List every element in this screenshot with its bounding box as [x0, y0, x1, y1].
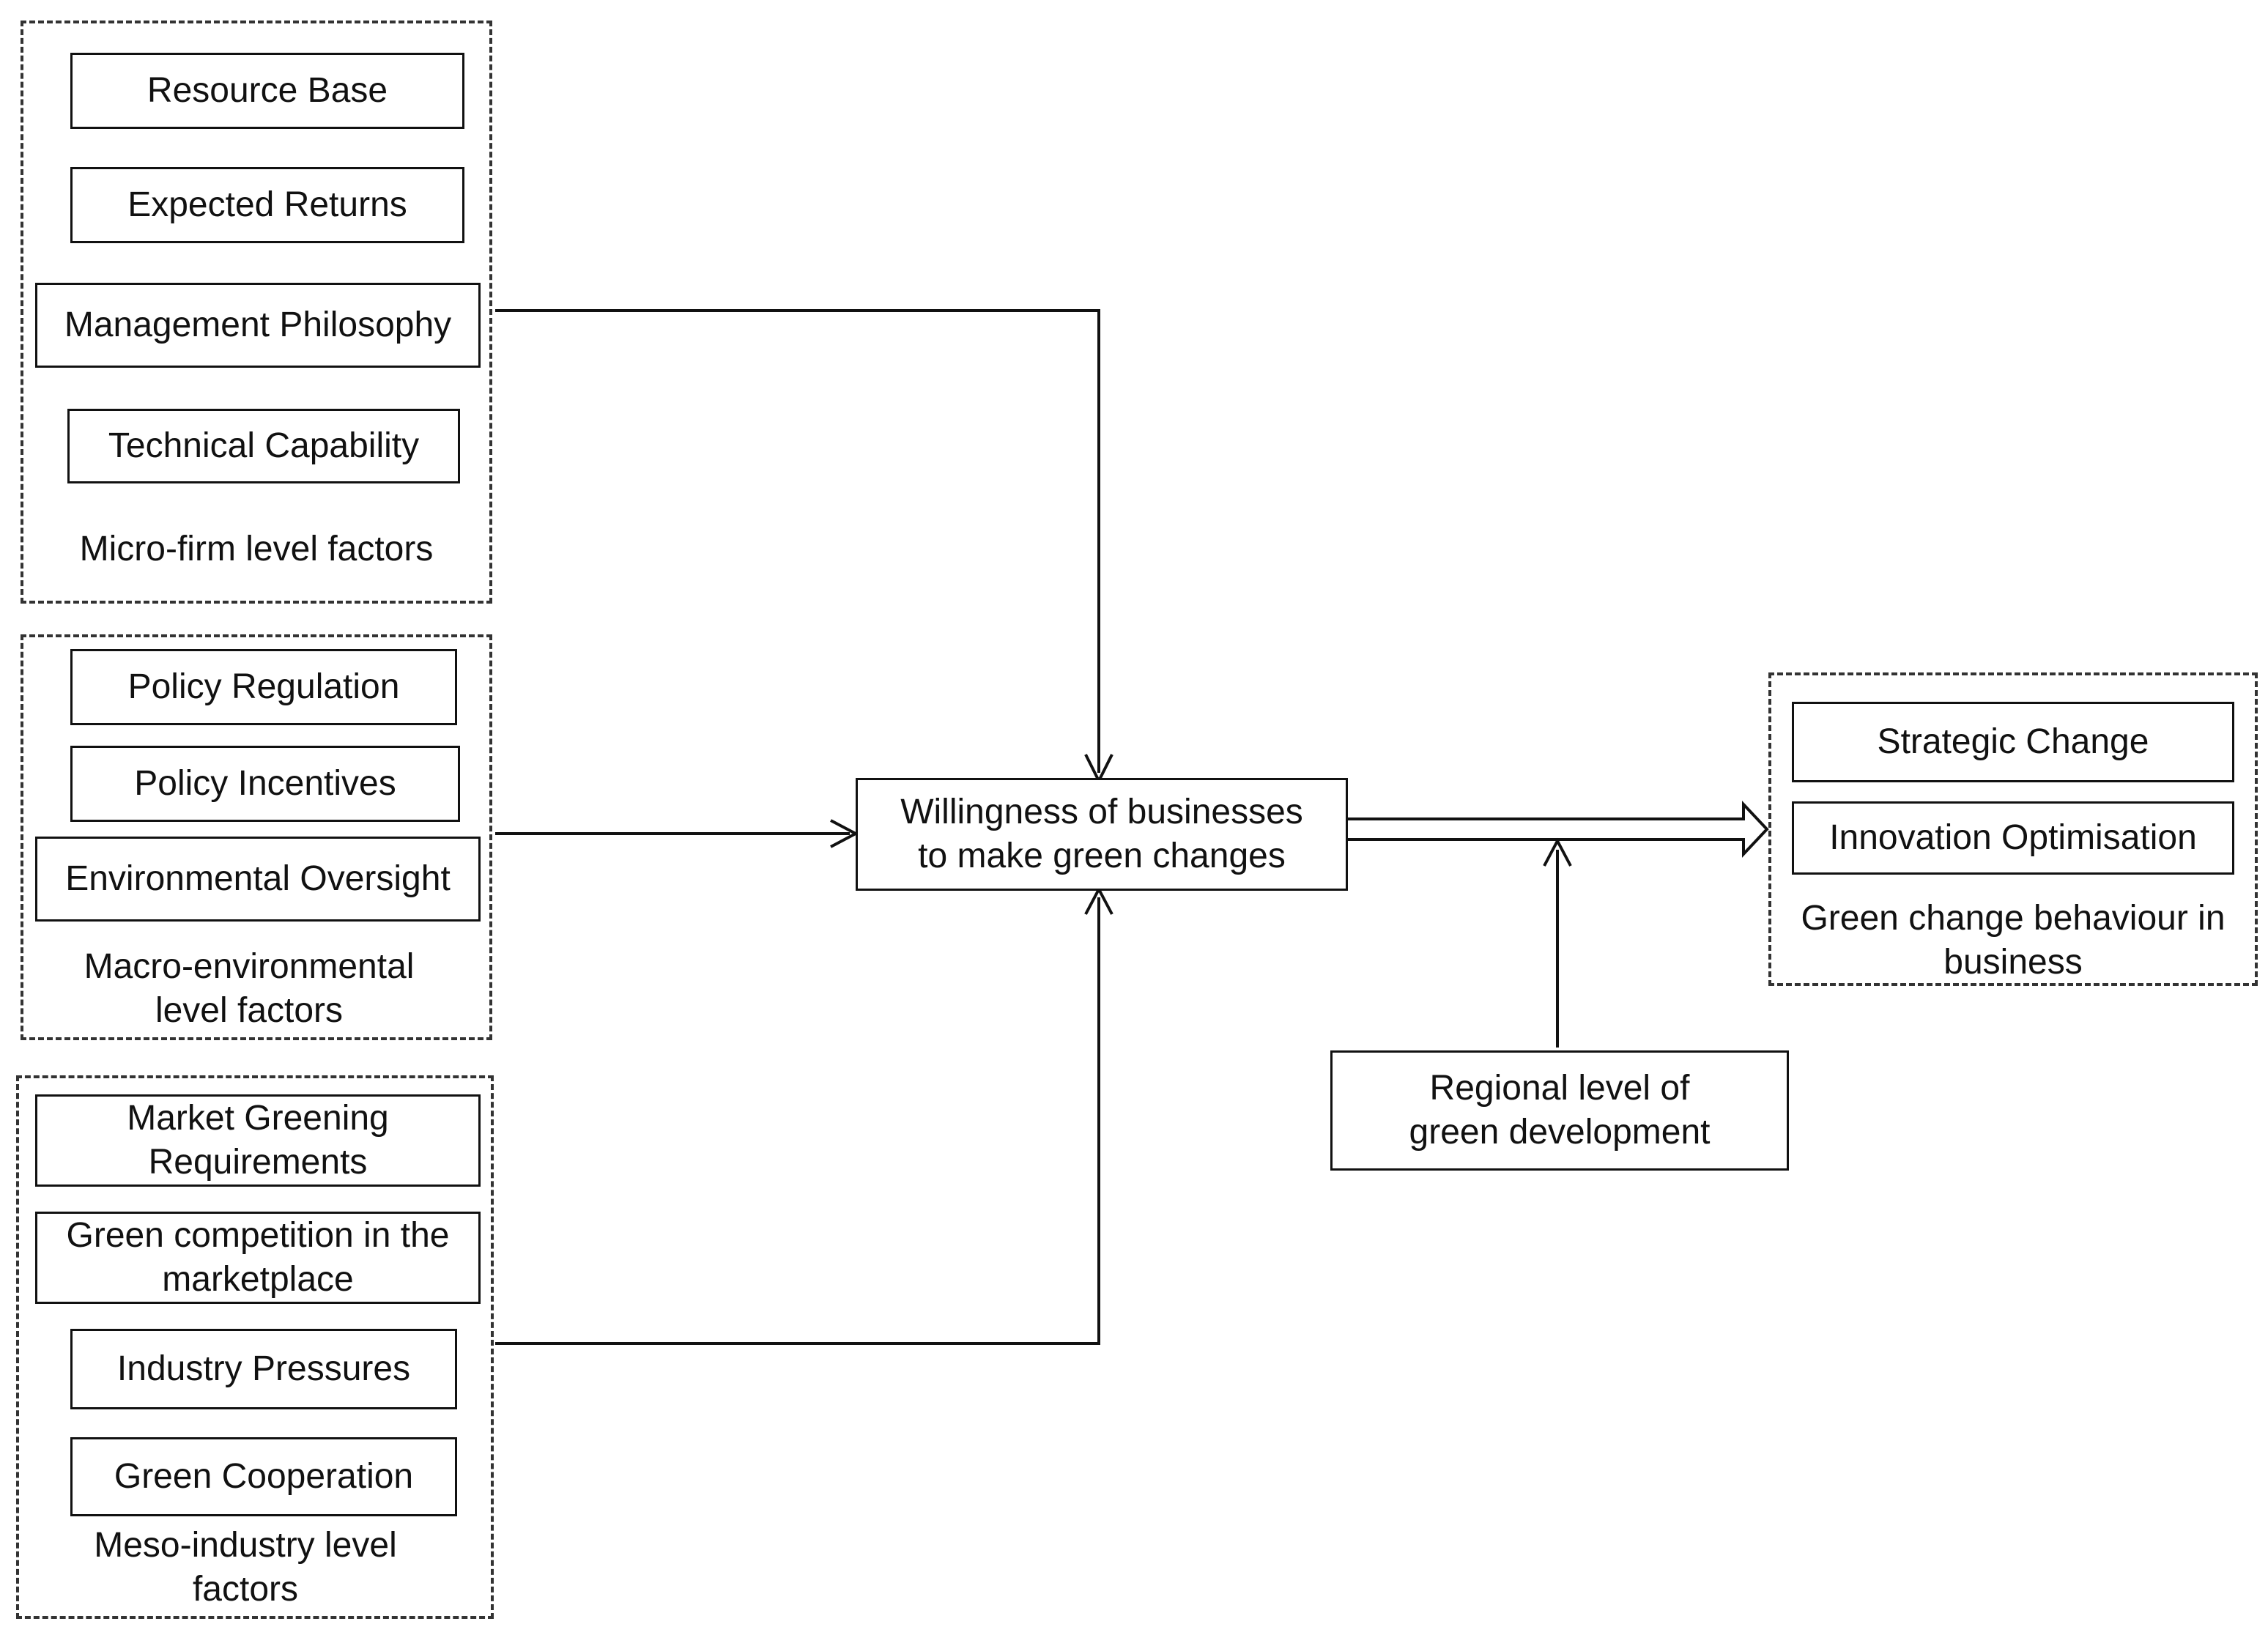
outcome-group	[1768, 672, 2258, 986]
green-cooperation-box: Green Cooperation	[70, 1437, 457, 1516]
resource-base-box: Resource Base	[70, 53, 464, 129]
micro-factors-group	[21, 21, 492, 604]
meso-factors-group	[16, 1075, 494, 1619]
strategic-change-box: Strategic Change	[1792, 702, 2234, 782]
environmental-oversight-box: Environmental Oversight	[35, 837, 481, 922]
macro-group-label: Macro-environmental level factors	[84, 947, 415, 1030]
green-competition-box: Green competition in the marketplace	[35, 1212, 481, 1304]
policy-regulation-box: Policy Regulation	[70, 649, 457, 725]
outcome-group-label: Green change behaviour in business	[1801, 899, 2226, 982]
industry-pressures-box: Industry Pressures	[70, 1329, 457, 1409]
micro-group-label: Micro-firm level factors	[79, 530, 434, 568]
technical-capability-box: Technical Capability	[67, 409, 460, 483]
innovation-optimisation-box: Innovation Optimisation	[1792, 801, 2234, 875]
moderator-arrowhead	[1543, 837, 1572, 867]
regional-green-development-box: Regional level of green development	[1330, 1050, 1789, 1171]
macro-factors-group	[21, 634, 492, 1040]
expected-returns-box: Expected Returns	[70, 167, 464, 243]
management-philosophy-box: Management Philosophy	[35, 283, 481, 368]
center-to-outcome-arrow	[1348, 800, 1769, 859]
market-greening-requirements-box: Market Greening Requirements	[35, 1094, 481, 1187]
policy-incentives-box: Policy Incentives	[70, 746, 460, 822]
meso-group-label: Meso-industry level factors	[94, 1526, 397, 1609]
micro-to-center-line	[495, 309, 1100, 773]
willingness-node: Willingness of businesses to make green …	[856, 778, 1348, 891]
meso-to-center-line	[495, 897, 1100, 1345]
